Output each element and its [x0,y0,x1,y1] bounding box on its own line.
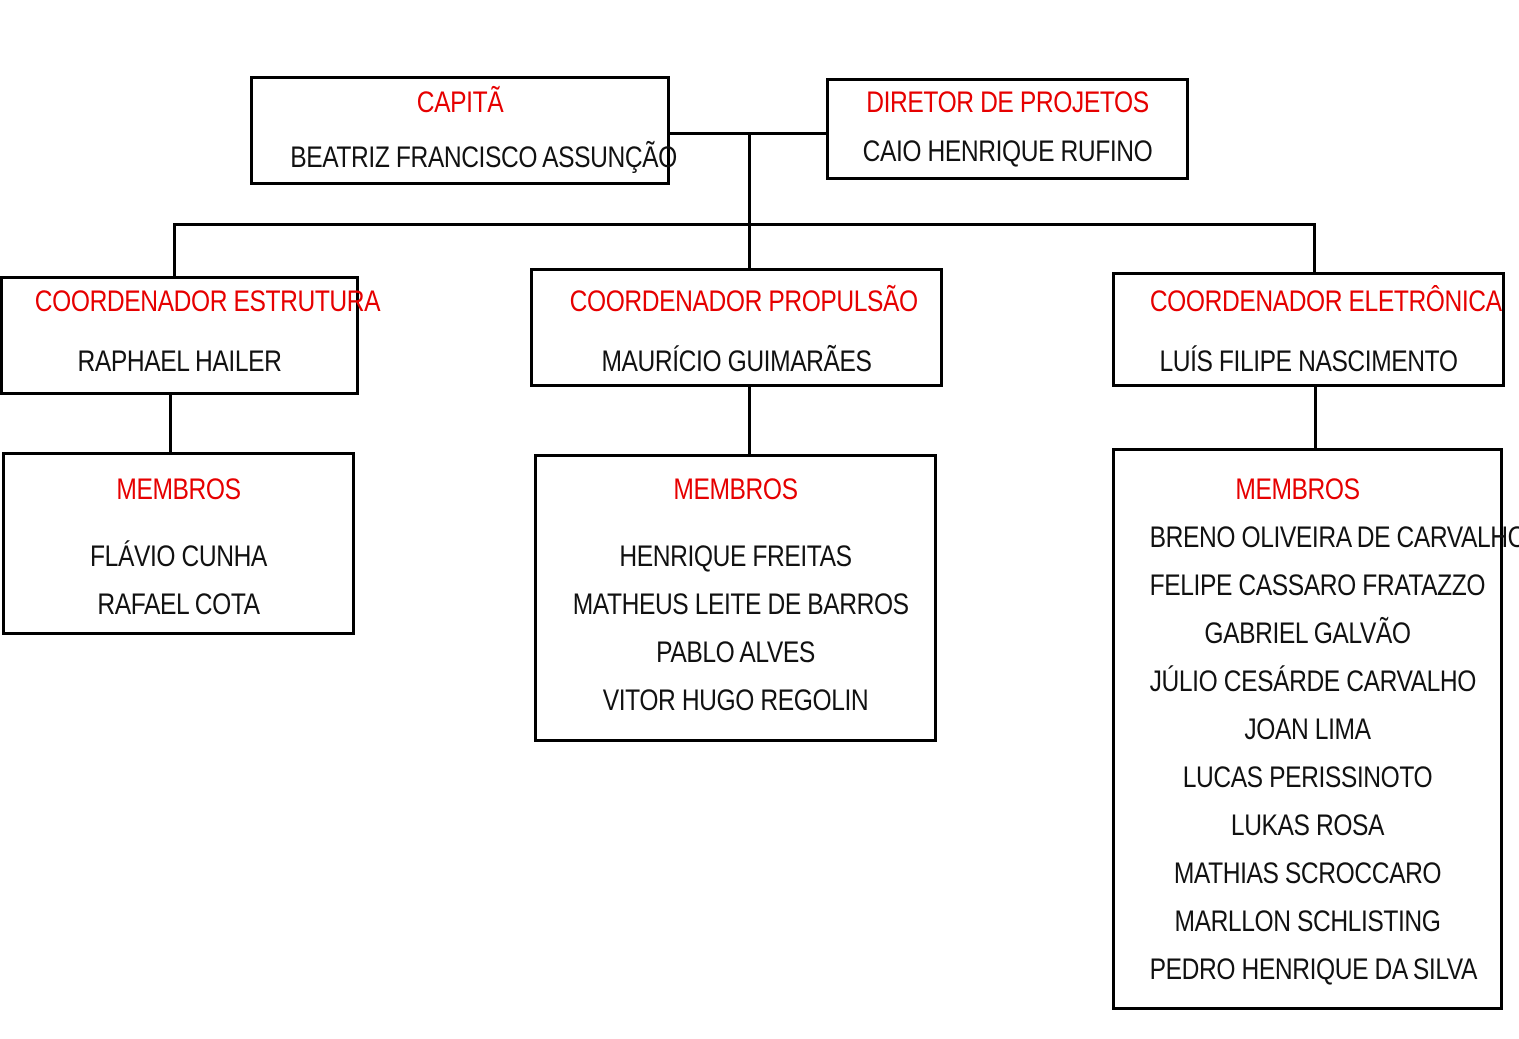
propulsion-coordinator-box: COORDENADOR PROPULSÃO MAURÍCIO GUIMARÃES [530,268,943,387]
electronics-coordinator-title: COORDENADOR ELETRÔNICA [1149,285,1502,318]
propulsion-coordinator-title: COORDENADOR PROPULSÃO [569,285,919,318]
director-name: CAIO HENRIQUE RUFINO [862,135,1153,168]
structure-members-box: MEMBROS FLÁVIO CUNHA RAFAEL COTA [2,452,355,635]
member-name: FELIPE CASSARO FRATAZZO [1149,569,1486,602]
captain-name: BEATRIZ FRANCISCO ASSUNÇÃO [290,141,677,174]
connector-trunk [748,133,751,270]
member-name: JÚLIO CESÁRDE CARVALHO [1149,665,1477,698]
structure-coordinator-name: RAPHAEL HAILER [77,345,282,378]
member-name: JOAN LIMA [1244,713,1371,746]
member-name: MARLLON SCHLISTING [1174,905,1441,938]
member-name: LUCAS PERISSINOTO [1182,761,1433,794]
structure-members-title: MEMBROS [116,473,241,506]
connector-electronics-coordinator [1313,223,1316,274]
structure-coordinator-box: COORDENADOR ESTRUTURA RAPHAEL HAILER [0,276,381,395]
captain-box: CAPITÃ BEATRIZ FRANCISCO ASSUNÇÃO [250,76,677,185]
connector-structure-members [169,393,172,454]
propulsion-members-title: MEMBROS [673,473,798,506]
member-name: HENRIQUE FREITAS [619,540,852,573]
member-name: VITOR HUGO REGOLIN [602,684,869,717]
propulsion-members-box: MEMBROS HENRIQUE FREITAS MATHEUS LEITE D… [534,454,937,742]
member-name: MATHIAS SCROCCARO [1173,857,1442,890]
director-title: DIRETOR DE PROJETOS [866,86,1149,119]
member-name: PABLO ALVES [656,636,815,669]
connector-electronics-members [1314,385,1317,450]
member-name: GABRIEL GALVÃO [1204,617,1411,650]
member-name: LUKAS ROSA [1230,809,1385,842]
connector-propulsion-members [748,385,751,456]
member-name: RAFAEL COTA [97,588,260,621]
member-name: FLÁVIO CUNHA [90,540,267,573]
connector-structure-coordinator [173,223,176,278]
member-name: BRENO OLIVEIRA DE CARVALHO [1149,521,1519,554]
captain-title: CAPITÃ [416,86,504,119]
electronics-members-title: MEMBROS [1235,473,1360,506]
connector-branch-horizontal [173,223,1316,226]
member-name: MATHEUS LEITE DE BARROS [572,588,909,621]
structure-coordinator-title: COORDENADOR ESTRUTURA [34,285,381,318]
electronics-coordinator-name: LUÍS FILIPE NASCIMENTO [1159,345,1458,378]
electronics-coordinator-box: COORDENADOR ELETRÔNICA LUÍS FILIPE NASCI… [1112,272,1505,387]
propulsion-coordinator-name: MAURÍCIO GUIMARÃES [601,345,872,378]
member-name: PEDRO HENRIQUE DA SILVA [1149,953,1478,986]
electronics-members-box: MEMBROS BRENO OLIVEIRA DE CARVALHO FELIP… [1112,448,1519,1010]
director-box: DIRETOR DE PROJETOS CAIO HENRIQUE RUFINO [826,78,1189,180]
